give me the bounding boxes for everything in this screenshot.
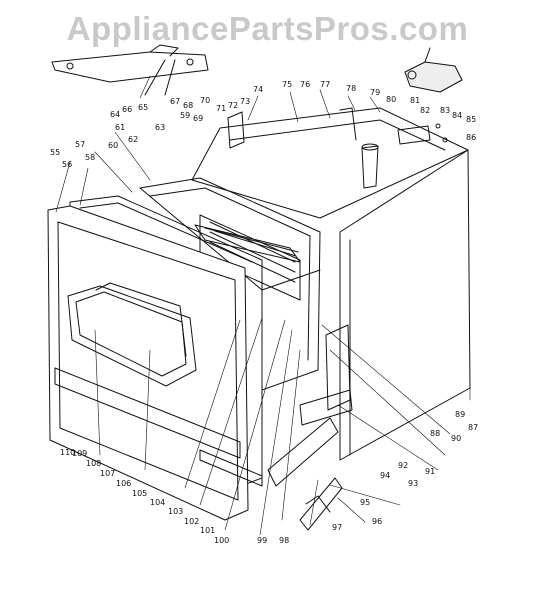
callout-106: 106 [116, 479, 131, 488]
callout-101: 101 [200, 526, 215, 535]
callout-95: 95 [360, 498, 370, 507]
cabinet-top [191, 107, 469, 219]
callout-73: 73 [240, 97, 250, 106]
callout-98: 98 [279, 536, 289, 545]
callout-68: 68 [183, 101, 193, 110]
callout-81: 81 [410, 96, 420, 105]
callout-97: 97 [332, 523, 342, 532]
callout-58: 58 [85, 153, 95, 162]
callout-87: 87 [468, 423, 478, 432]
callout-75: 75 [282, 80, 292, 89]
callout-88: 88 [430, 429, 440, 438]
callout-72: 72 [228, 101, 238, 110]
callout-103: 103 [168, 507, 183, 516]
callout-85: 85 [466, 115, 476, 124]
callout-107: 107 [100, 469, 115, 478]
callout-62: 62 [128, 135, 138, 144]
callout-64: 64 [110, 110, 120, 119]
callout-77: 77 [320, 80, 330, 89]
callout-82: 82 [420, 106, 430, 115]
callout-105: 105 [132, 489, 147, 498]
callout-74: 74 [253, 85, 263, 94]
callout-99: 99 [257, 536, 267, 545]
callout-67: 67 [170, 97, 180, 106]
callout-84: 84 [452, 111, 462, 120]
callout-leaders [55, 75, 471, 536]
top-bracket-part [51, 44, 209, 96]
callout-55: 55 [50, 148, 60, 157]
callout-66: 66 [122, 105, 132, 114]
door-trim [54, 367, 263, 487]
top-right-parts [397, 47, 463, 145]
callout-57: 57 [75, 140, 85, 149]
callout-96: 96 [372, 517, 382, 526]
callout-61: 61 [115, 123, 125, 132]
oven-rack [194, 224, 301, 263]
callout-91: 91 [425, 467, 435, 476]
callout-89: 89 [455, 410, 465, 419]
callout-63: 63 [155, 123, 165, 132]
callout-59: 59 [180, 111, 190, 120]
callout-100: 100 [214, 536, 229, 545]
callout-83: 83 [440, 106, 450, 115]
callout-93: 93 [408, 479, 418, 488]
callout-76: 76 [300, 80, 310, 89]
door-hinge-assembly [267, 324, 353, 531]
callout-108: 108 [86, 459, 101, 468]
callout-109: 109 [72, 449, 87, 458]
watermark: AppliancePartsPros.com [66, 10, 469, 47]
callout-71: 71 [216, 104, 226, 113]
callout-70: 70 [200, 96, 210, 105]
callout-90: 90 [451, 434, 461, 443]
callout-56: 56 [62, 160, 72, 169]
callout-110: 110 [60, 448, 75, 457]
callout-labels: 64 65 66 67 68 74 75 76 77 78 79 80 81 8… [50, 80, 478, 545]
callout-69: 69 [193, 114, 203, 123]
callout-104: 104 [150, 498, 165, 507]
callout-92: 92 [398, 461, 408, 470]
cabinet-side-panel [339, 149, 471, 461]
callout-65: 65 [138, 103, 148, 112]
callout-78: 78 [346, 84, 356, 93]
callout-102: 102 [184, 517, 199, 526]
callout-60: 60 [108, 141, 118, 150]
callout-80: 80 [386, 95, 396, 104]
callout-79: 79 [370, 88, 380, 97]
callout-86: 86 [466, 133, 476, 142]
callout-94: 94 [380, 471, 390, 480]
